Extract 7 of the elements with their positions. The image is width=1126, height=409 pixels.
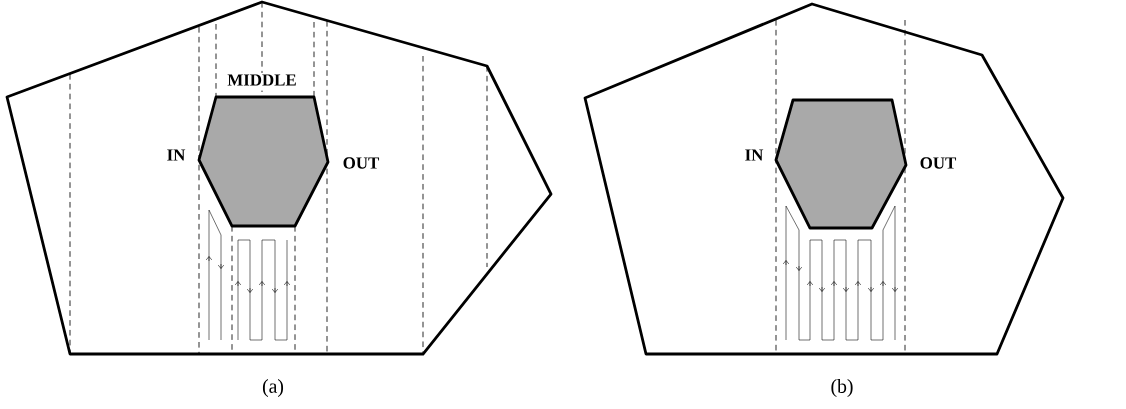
port-label: MIDDLE	[225, 73, 299, 87]
port-label: IN	[165, 148, 187, 162]
subfigure-caption: (a)	[262, 379, 284, 397]
port-label: IN	[743, 148, 765, 162]
port-label: OUT	[918, 155, 958, 171]
subfigure-caption: (b)	[831, 379, 853, 397]
port-label: OUT	[341, 155, 381, 171]
